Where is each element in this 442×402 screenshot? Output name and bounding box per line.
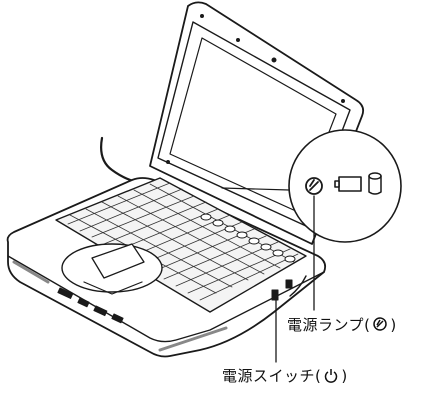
power-lamp-icon	[305, 177, 323, 195]
disk-access-icon	[368, 172, 382, 195]
power-switch-open-paren: (	[315, 367, 322, 385]
zoom-circle	[221, 129, 402, 243]
power-lamp-close-paren: )	[390, 316, 397, 334]
power-switch-label: 電源スイッチ()	[222, 365, 348, 386]
power-lamp-open-paren: (	[364, 316, 371, 334]
power-switch-close-paren: )	[341, 367, 348, 385]
touchpad	[61, 243, 163, 295]
side-ports	[271, 275, 307, 301]
power-lamp-label: 電源ランプ()	[287, 314, 397, 335]
battery-icon	[334, 176, 362, 192]
power-switch-text: 電源スイッチ	[222, 367, 316, 385]
power-button-icon	[325, 369, 338, 383]
power-lamp-icon	[373, 317, 388, 331]
indicator-buttons	[200, 213, 296, 263]
power-lamp-text: 電源ランプ	[287, 316, 365, 334]
